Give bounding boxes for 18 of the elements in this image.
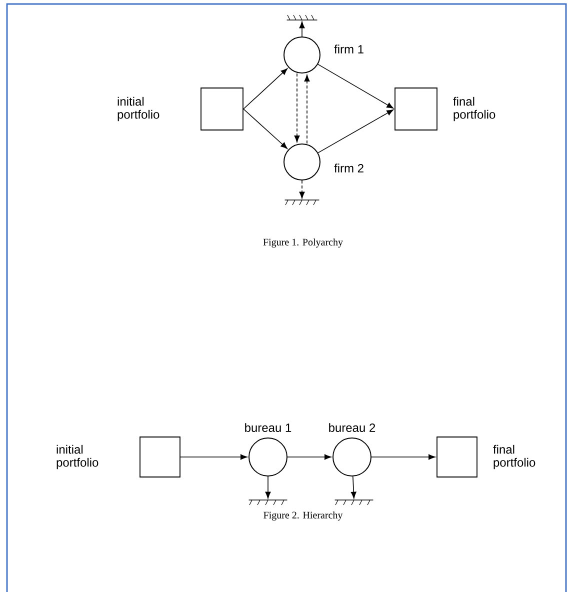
node-label: firm 1 bbox=[334, 44, 364, 54]
figure-caption: Figure 2. Hierarchy bbox=[264, 511, 343, 521]
ground-symbol bbox=[248, 500, 288, 506]
node-label: firm 2 bbox=[334, 164, 364, 172]
ground-symbol bbox=[334, 500, 374, 506]
portfolio-box: final portfolio bbox=[394, 88, 496, 130]
node-label: final portfolio bbox=[493, 444, 536, 470]
ground-symbol bbox=[286, 14, 318, 20]
portfolio-box: final portfolio bbox=[436, 436, 536, 478]
ground-symbol bbox=[284, 200, 320, 206]
figure-caption: Figure 1. Polyarchy bbox=[263, 238, 343, 248]
node-label: bureau 1 bbox=[245, 423, 292, 432]
node-label: initial portfolio bbox=[56, 444, 98, 470]
node-label: final portfolio bbox=[453, 96, 496, 122]
node-label: bureau 2 bbox=[329, 423, 376, 432]
portfolio-box: initial portfolio bbox=[118, 88, 244, 130]
node-label: initial portfolio bbox=[118, 96, 160, 122]
portfolio-box: initial portfolio bbox=[56, 436, 180, 478]
